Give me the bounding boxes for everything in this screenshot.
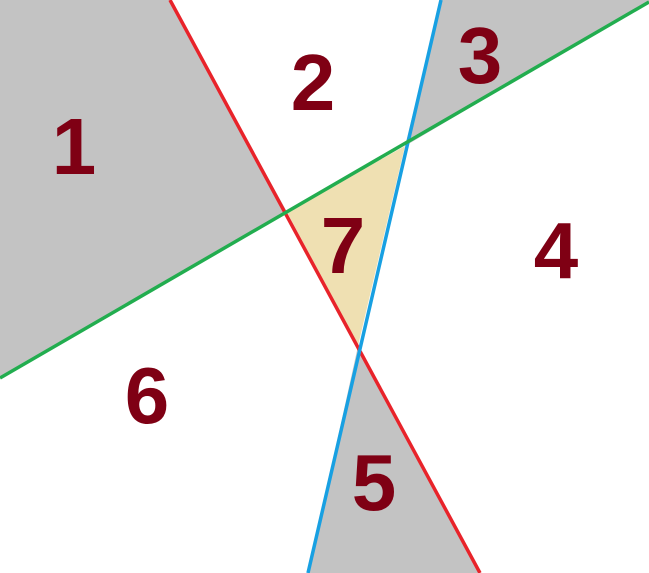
- region-6-label: 6: [125, 351, 170, 440]
- region-1-label: 1: [52, 102, 97, 191]
- region-7-label: 7: [321, 201, 366, 290]
- red-line: [168, 0, 482, 573]
- region-5-fill: [308, 346, 480, 573]
- blue-line: [306, 0, 443, 573]
- region-1-fill: [0, 0, 287, 378]
- region-4-label: 4: [534, 206, 579, 295]
- green-line: [0, 0, 649, 380]
- region-2-label: 2: [291, 38, 336, 127]
- region-5-label: 5: [352, 438, 397, 527]
- region-3-label: 3: [458, 11, 503, 100]
